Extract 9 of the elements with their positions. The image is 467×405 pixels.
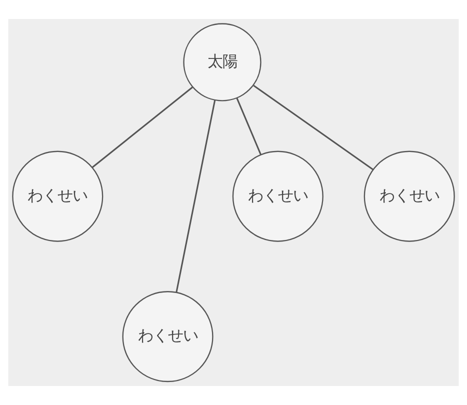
node-circle: 太陽 [183, 23, 262, 102]
node-circle: わくせい [364, 150, 455, 242]
node-circle: わくせい [12, 150, 104, 242]
connector [176, 100, 216, 293]
node-circle: わくせい [232, 150, 324, 242]
connector [236, 98, 262, 155]
connector [92, 86, 193, 168]
node-circle: わくせい [122, 291, 214, 382]
connector [253, 84, 374, 170]
